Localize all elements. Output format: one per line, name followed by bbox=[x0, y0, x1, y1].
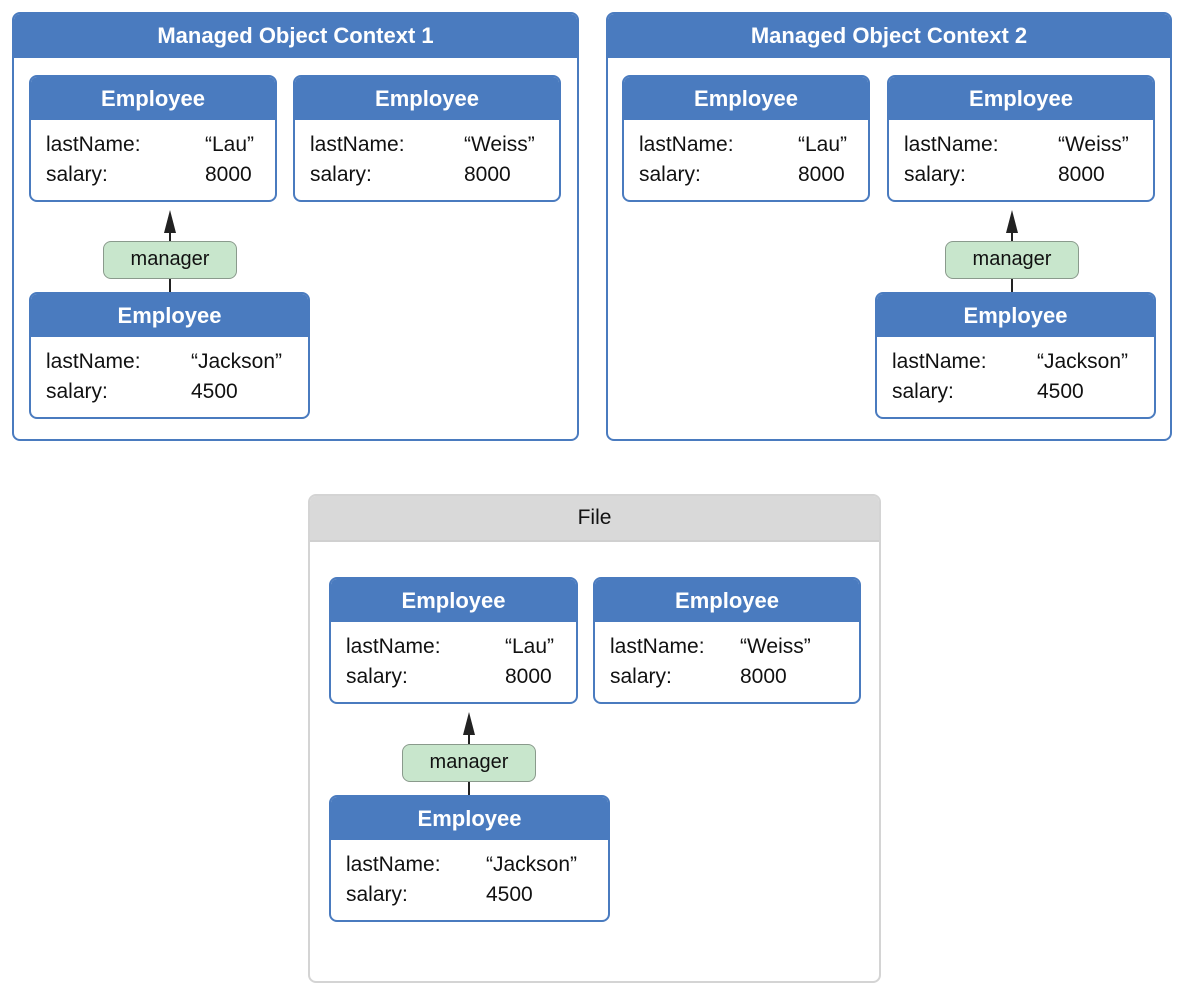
lastname-value: “Lau” bbox=[505, 635, 555, 658]
salary-value: 8000 bbox=[798, 163, 845, 186]
salary-key: salary: bbox=[46, 163, 108, 186]
salary-value: 4500 bbox=[486, 883, 533, 906]
entity-header: Employee bbox=[331, 579, 576, 622]
entity-header: Employee bbox=[295, 77, 559, 120]
entity-header: Employee bbox=[331, 797, 608, 840]
lastname-key: lastName: bbox=[892, 350, 987, 373]
salary-key: salary: bbox=[904, 163, 966, 186]
employee-entity-weiss[interactable]: Employee lastName: “Weiss” salary: 8000 bbox=[887, 75, 1155, 202]
lastname-value: “Lau” bbox=[205, 133, 255, 156]
lastname-value: “Weiss” bbox=[1058, 133, 1129, 156]
lastname-key: lastName: bbox=[610, 635, 705, 658]
entity-header: Employee bbox=[31, 77, 275, 120]
entity-header: Employee bbox=[889, 77, 1153, 120]
lastname-key: lastName: bbox=[904, 133, 999, 156]
employee-entity-lau[interactable]: Employee lastName: “Lau” salary: 8000 bbox=[622, 75, 870, 202]
lastname-value: “Lau” bbox=[798, 133, 848, 156]
salary-key: salary: bbox=[346, 883, 408, 906]
salary-value: 4500 bbox=[1037, 380, 1084, 403]
entity-header: Employee bbox=[595, 579, 859, 622]
file-title: File bbox=[310, 496, 879, 542]
employee-entity-jackson[interactable]: Employee lastName: “Jackson” salary: 450… bbox=[329, 795, 610, 922]
salary-value: 8000 bbox=[205, 163, 252, 186]
entity-header: Employee bbox=[624, 77, 868, 120]
lastname-key: lastName: bbox=[310, 133, 405, 156]
salary-value: 8000 bbox=[1058, 163, 1105, 186]
employee-entity-jackson[interactable]: Employee lastName: “Jackson” salary: 450… bbox=[875, 292, 1156, 419]
lastname-key: lastName: bbox=[46, 350, 141, 373]
lastname-value: “Jackson” bbox=[486, 853, 578, 876]
lastname-key: lastName: bbox=[46, 133, 141, 156]
relationship-manager[interactable]: manager bbox=[103, 241, 237, 279]
salary-key: salary: bbox=[46, 380, 108, 403]
lastname-value: “Jackson” bbox=[1037, 350, 1129, 373]
relationship-manager[interactable]: manager bbox=[402, 744, 536, 782]
salary-key: salary: bbox=[310, 163, 372, 186]
salary-key: salary: bbox=[639, 163, 701, 186]
lastname-key: lastName: bbox=[346, 853, 441, 876]
salary-value: 8000 bbox=[505, 665, 552, 688]
entity-header: Employee bbox=[877, 294, 1154, 337]
entity-header: Employee bbox=[31, 294, 308, 337]
lastname-value: “Weiss” bbox=[464, 133, 535, 156]
salary-key: salary: bbox=[346, 665, 408, 688]
salary-value: 4500 bbox=[191, 380, 238, 403]
employee-entity-weiss[interactable]: Employee lastName: “Weiss” salary: 8000 bbox=[593, 577, 861, 704]
lastname-value: “Jackson” bbox=[191, 350, 283, 373]
context-title: Managed Object Context 2 bbox=[608, 14, 1170, 58]
employee-entity-lau[interactable]: Employee lastName: “Lau” salary: 8000 bbox=[29, 75, 277, 202]
salary-value: 8000 bbox=[464, 163, 511, 186]
relationship-manager[interactable]: manager bbox=[945, 241, 1079, 279]
salary-value: 8000 bbox=[740, 665, 787, 688]
lastname-key: lastName: bbox=[639, 133, 734, 156]
lastname-value: “Weiss” bbox=[740, 635, 811, 658]
employee-entity-weiss[interactable]: Employee lastName: “Weiss” salary: 8000 bbox=[293, 75, 561, 202]
context-title: Managed Object Context 1 bbox=[14, 14, 577, 58]
employee-entity-lau[interactable]: Employee lastName: “Lau” salary: 8000 bbox=[329, 577, 578, 704]
salary-key: salary: bbox=[610, 665, 672, 688]
employee-entity-jackson[interactable]: Employee lastName: “Jackson” salary: 450… bbox=[29, 292, 310, 419]
salary-key: salary: bbox=[892, 380, 954, 403]
lastname-key: lastName: bbox=[346, 635, 441, 658]
